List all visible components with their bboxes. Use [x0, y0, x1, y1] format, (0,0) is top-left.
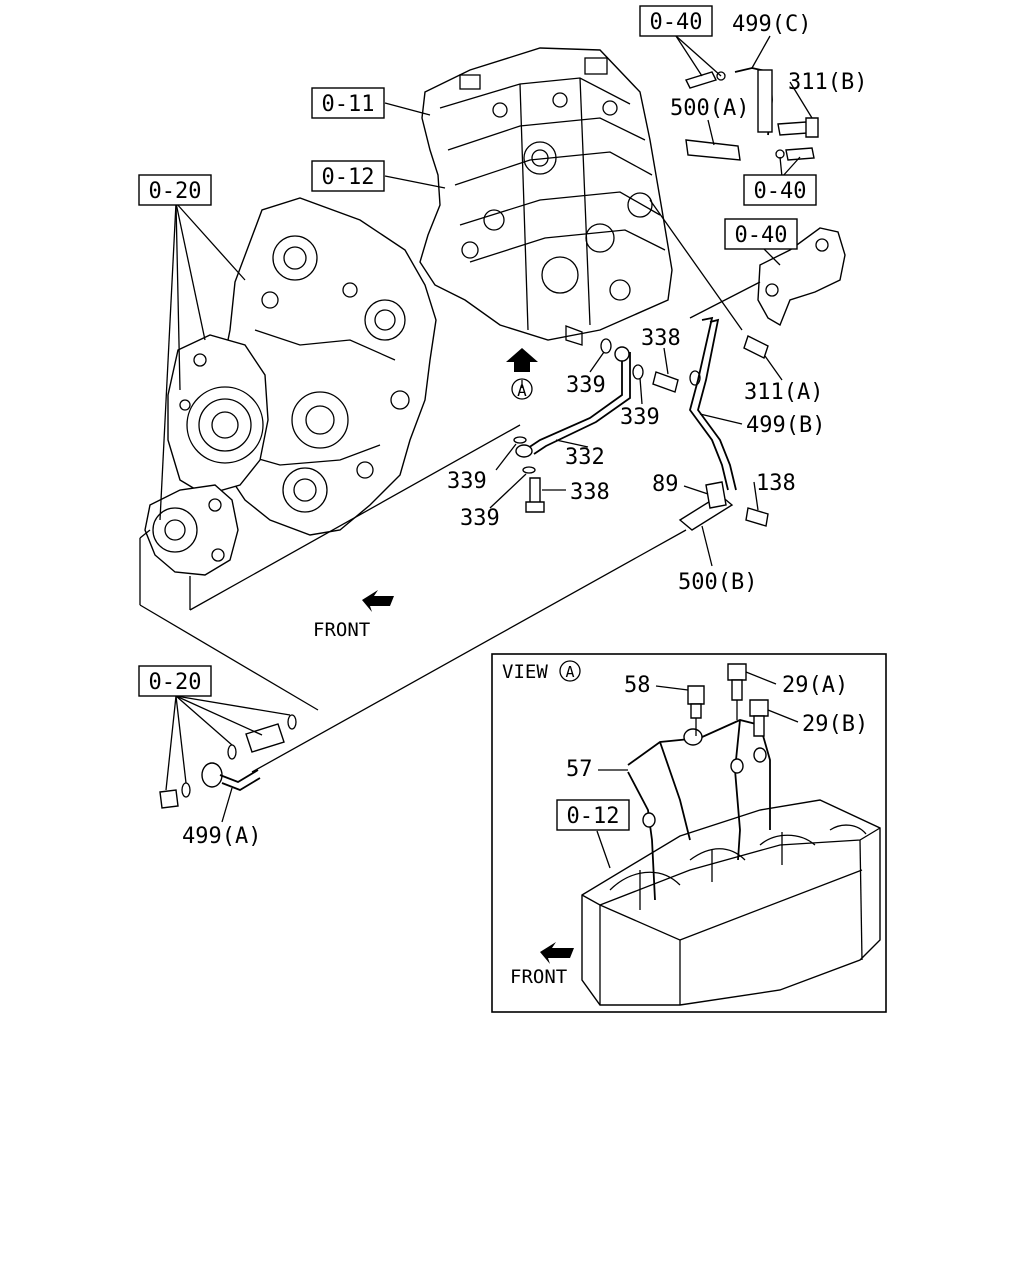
- marker-a-letter: A: [517, 381, 527, 400]
- reference-label: 0-11: [322, 92, 375, 117]
- part-label-339-a: 339: [566, 373, 606, 398]
- view-a-arrow: [506, 348, 538, 372]
- reference-box-0-40-top: 0-40: [639, 5, 713, 37]
- reference-label: 0-20: [149, 670, 202, 695]
- reference-box-0-12-view: 0-12: [556, 799, 630, 831]
- part-label-499b: 499(B): [746, 413, 825, 438]
- oil-pipes-and-fittings: [159, 67, 819, 809]
- part-label-339-c: 339: [447, 469, 487, 494]
- view-marker-a: A: [511, 378, 533, 400]
- view-marker: A: [565, 663, 574, 681]
- part-label-500a: 500(A): [670, 96, 749, 121]
- view-a-inset: VIEW A: [491, 653, 887, 1013]
- front-arrow-view: [540, 942, 574, 964]
- reference-box-0-20-bottom: 0-20: [138, 665, 212, 697]
- part-label-57: 57: [566, 757, 593, 782]
- reference-label: 0-12: [322, 165, 375, 190]
- leader-lines: [139, 35, 813, 823]
- front-label-view: FRONT: [510, 966, 567, 988]
- part-label-89: 89: [652, 472, 679, 497]
- reference-box-0-40-mid: 0-40: [724, 218, 798, 250]
- reference-label: 0-40: [754, 179, 807, 204]
- part-label-311b: 311(B): [788, 70, 867, 95]
- part-label-338-bottom: 338: [570, 480, 610, 505]
- front-label-main: FRONT: [313, 619, 370, 641]
- front-arrow-main: [362, 590, 394, 612]
- part-label-499c: 499(C): [732, 12, 811, 37]
- view-title: VIEW: [502, 661, 548, 683]
- mounting-bracket-illustration: [757, 227, 846, 327]
- vacuum-pump-illustration: [144, 334, 269, 576]
- part-label-500b: 500(B): [678, 570, 757, 595]
- engine-block-illustration: [419, 47, 673, 346]
- reference-box-0-40-right: 0-40: [743, 174, 817, 206]
- part-label-338-top: 338: [641, 326, 681, 351]
- timing-cover-illustration: [214, 197, 437, 536]
- reference-label: 0-40: [735, 223, 788, 248]
- part-label-332: 332: [565, 445, 605, 470]
- part-label-29a: 29(A): [782, 673, 848, 698]
- part-label-58: 58: [624, 673, 651, 698]
- reference-box-0-12: 0-12: [311, 160, 385, 192]
- part-label-499a: 499(A): [182, 824, 261, 849]
- part-label-339-d: 339: [460, 506, 500, 531]
- reference-box-0-20-top: 0-20: [138, 174, 212, 206]
- reference-box-0-11: 0-11: [311, 87, 385, 119]
- reference-label: 0-12: [567, 804, 620, 829]
- part-label-138: 138: [756, 471, 796, 496]
- reference-label: 0-40: [650, 10, 703, 35]
- part-label-311a: 311(A): [744, 380, 823, 405]
- reference-label: 0-20: [149, 179, 202, 204]
- part-label-29b: 29(B): [802, 712, 868, 737]
- part-label-339-b: 339: [620, 405, 660, 430]
